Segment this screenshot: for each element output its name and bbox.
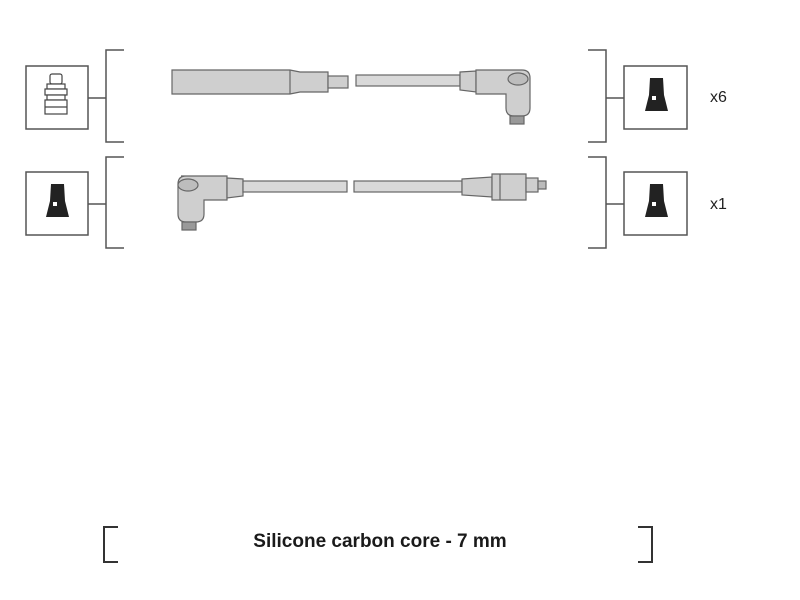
distributor-terminal-icon [46,184,69,217]
row2-right-terminal-box [623,171,688,236]
row1-quantity-label: x6 [710,89,727,106]
row2-cable [177,173,547,231]
row1-left-terminal-box [25,65,89,130]
row2-quantity-label: x1 [710,196,727,213]
row1-right-terminal-box [623,65,688,130]
row2-left-terminal-box [25,171,89,236]
distributor-terminal-icon [645,78,668,111]
cable-spec-caption: Silicone carbon core - 7 mm [253,531,507,552]
spark-plug-connector-icon [44,73,68,115]
distributor-terminal-icon [645,184,668,217]
row2-left-bracket [105,156,124,249]
row1-cable [171,69,531,125]
caption-right-bracket [638,526,653,563]
row1-right-bracket [588,49,607,143]
caption-left-bracket [103,526,118,563]
row2-right-bracket [588,156,607,249]
row1-left-bracket [105,49,124,143]
